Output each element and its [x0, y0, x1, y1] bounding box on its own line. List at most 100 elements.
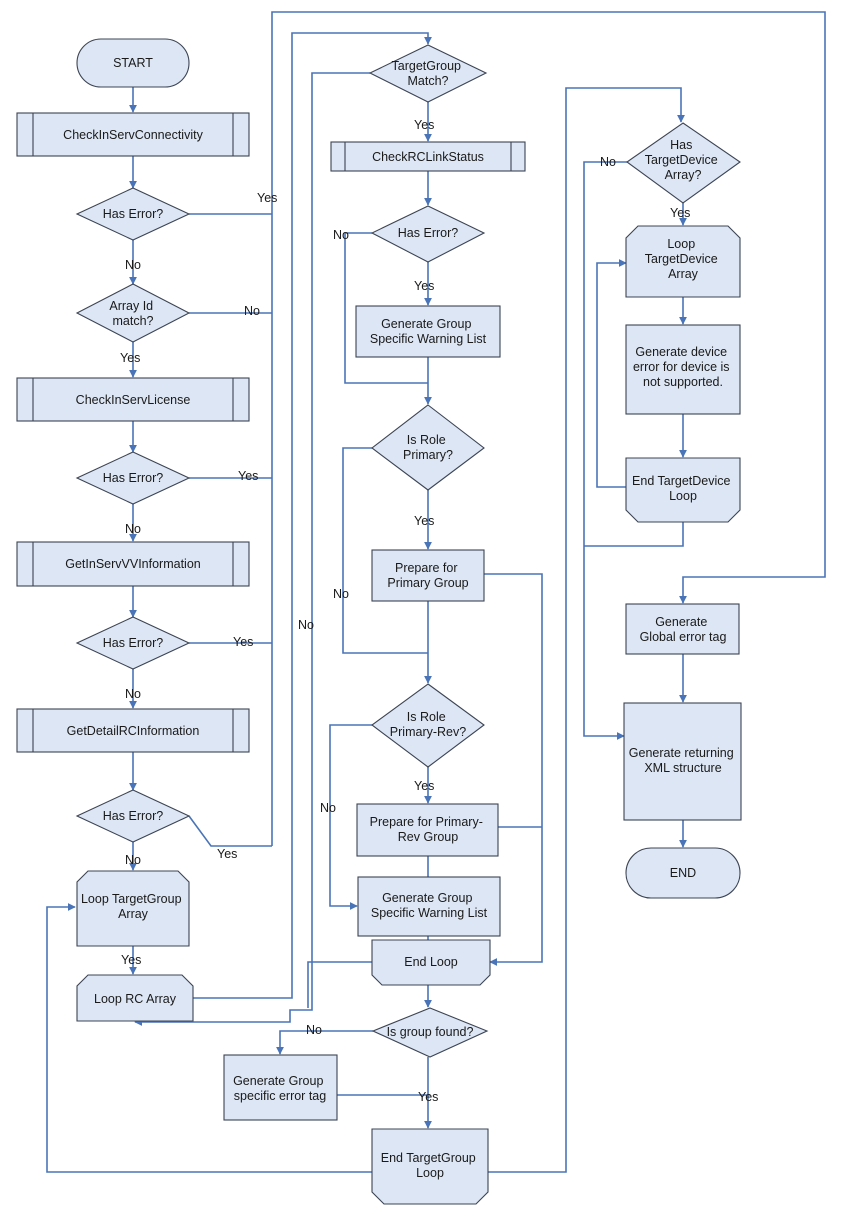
loop-end-end-loop — [371, 939, 491, 986]
generate-global-error-tag-label: Generate Global error tag — [640, 615, 727, 644]
edge-error-collector — [271, 11, 826, 846]
rc-loop-no-label: No — [298, 618, 314, 632]
has-error-3-no-label: No — [125, 687, 141, 701]
generate-group-error-tag-line-1: Generate Group — [233, 1074, 323, 1088]
node-labels: START CheckInServConnectivity Has Error?… — [63, 56, 737, 1180]
has-error-1-no-label: No — [125, 258, 141, 272]
prepare-primary-rev-group-line-1: Prepare for Primary- — [370, 815, 483, 829]
is-role-primary-rev-label: Is Role Primary-Rev? — [390, 710, 466, 739]
is-role-primary-rev-line-2: Primary-Rev? — [390, 725, 466, 739]
process-prepare-primary-group — [371, 549, 485, 602]
generate-device-error-line-1: Generate device — [635, 345, 727, 359]
generate-global-error-tag-line-2: Global error tag — [640, 630, 727, 644]
nodes — [16, 38, 742, 1205]
get-inserv-vv-information-label: GetInServVVInformation — [65, 557, 201, 571]
get-detail-rc-information-label: GetDetailRCInformation — [67, 724, 200, 738]
edge-labels: Yes No No Yes Yes No Yes No Yes No Yes N… — [120, 118, 690, 1104]
has-error-4-yes-label: Yes — [217, 847, 237, 861]
generate-device-error-line-2: error for device is — [633, 360, 730, 374]
targetgroup-match-yes-label: Yes — [414, 118, 434, 132]
end-targetdevice-loop-label: End TargetDevice Loop — [632, 474, 734, 503]
generate-group-warning-2-line-1: Generate Group — [382, 891, 472, 905]
has-targetdevice-no-label: No — [600, 155, 616, 169]
array-id-match-line-2: match? — [113, 314, 154, 328]
is-role-primary-line-2: Primary? — [403, 448, 453, 462]
start-label: START — [113, 56, 153, 70]
check-inserv-connectivity-label: CheckInServConnectivity — [63, 128, 203, 142]
decision-is-role-primary — [371, 404, 485, 491]
check-rc-link-status-label: CheckRCLinkStatus — [372, 150, 484, 164]
generate-group-warning-2-line-2: Specific Warning List — [371, 906, 488, 920]
connectors — [46, 11, 826, 1173]
generate-returning-xml-label: Generate returning XML structure — [629, 746, 737, 775]
prepare-primary-group-line-1: Prepare for — [395, 561, 458, 575]
process-generate-returning-xml — [623, 702, 742, 821]
end-targetgroup-loop-line-1: End TargetGroup — [381, 1151, 476, 1165]
is-role-primary-rev-no-label: No — [320, 801, 336, 815]
has-targetdevice-array-line-2: TargetDevice — [645, 153, 718, 167]
is-role-primary-rev-yes-label: Yes — [414, 779, 434, 793]
has-error-4-no-label: No — [125, 853, 141, 867]
has-error-2-label: Has Error? — [103, 471, 163, 485]
edge-end-loop-to-loop-rc — [307, 961, 372, 1008]
decision-has-error-1 — [75, 187, 191, 241]
targetgroup-match-label: TargetGroup Match? — [392, 59, 465, 88]
edge-is-group-found-no — [276, 1030, 373, 1055]
edge-has-error-5-no — [344, 232, 428, 384]
has-error-3-yes-label: Yes — [233, 635, 253, 649]
is-group-found-no-label: No — [306, 1023, 322, 1037]
process-check-inserv-license — [16, 377, 250, 422]
process-prepare-primary-rev-group — [356, 803, 499, 857]
decision-has-error-2 — [75, 451, 191, 505]
prepare-primary-group-label: Prepare for Primary Group — [387, 561, 468, 590]
start-terminator — [76, 38, 190, 88]
has-error-4-label: Has Error? — [103, 809, 163, 823]
loop-targetdevice-array-line-3: Array — [668, 267, 699, 281]
generate-global-error-tag-line-1: Generate — [655, 615, 707, 629]
loop-tg-yes-label: Yes — [121, 953, 141, 967]
decision-has-error-5 — [370, 205, 486, 263]
process-generate-group-warning-1 — [355, 305, 501, 358]
generate-group-warning-1-line-2: Specific Warning List — [370, 332, 487, 346]
edge-targetgroup-match-no — [134, 72, 370, 1026]
generate-returning-xml-line-1: Generate returning — [629, 746, 734, 760]
process-generate-group-error-tag — [223, 1054, 338, 1121]
check-inserv-license-label: CheckInServLicense — [76, 393, 191, 407]
edge-prepare-primary-to-end-loop — [484, 573, 543, 966]
decision-array-id-match — [75, 283, 191, 343]
has-error-1-label: Has Error? — [103, 207, 163, 221]
array-id-match-label: Array Id match? — [109, 299, 156, 328]
process-check-rc-link-status — [330, 141, 526, 172]
edge-end-td-loop-to-loop-td — [596, 259, 627, 488]
decision-is-role-primary-rev — [371, 683, 485, 768]
edge-is-role-primary-rev-no — [329, 724, 372, 910]
loop-targetgroup-array-line-1: Loop TargetGroup — [81, 892, 182, 906]
loop-targetdevice-array-label: Loop TargetDevice Array — [645, 237, 721, 281]
end-label: END — [670, 866, 696, 880]
generate-group-warning-2-label: Generate Group Specific Warning List — [371, 891, 488, 920]
prepare-primary-rev-group-label: Prepare for Primary- Rev Group — [370, 815, 487, 844]
edge-has-targetdevice-no — [583, 161, 627, 740]
has-error-5-no-label: No — [333, 228, 349, 242]
is-role-primary-label: Is Role Primary? — [403, 433, 453, 462]
loop-end-targetgroup-loop — [371, 1128, 489, 1205]
has-error-3-label: Has Error? — [103, 636, 163, 650]
loop-targetdevice-array-line-2: TargetDevice — [645, 252, 718, 266]
generate-group-error-tag-label: Generate Group specific error tag — [233, 1074, 327, 1103]
end-loop-label: End Loop — [404, 955, 458, 969]
process-get-detail-rc-information — [16, 708, 250, 753]
process-generate-group-warning-2 — [357, 876, 501, 937]
loop-targetgroup-array-label: Loop TargetGroup Array — [81, 892, 185, 921]
process-check-inserv-connectivity — [16, 112, 250, 157]
process-generate-device-error — [625, 324, 741, 415]
loop-start-targetgroup-array — [76, 870, 190, 947]
edge-loop-rc-to-targetgroup-match — [193, 32, 432, 999]
prepare-primary-rev-group-line-2: Rev Group — [398, 830, 458, 844]
generate-returning-xml-line-2: XML structure — [644, 761, 721, 775]
loop-targetdevice-array-line-1: Loop — [667, 237, 695, 251]
is-role-primary-line-1: Is Role — [407, 433, 446, 447]
is-role-primary-no-label: No — [333, 587, 349, 601]
is-role-primary-rev-line-1: Is Role — [407, 710, 446, 724]
is-group-found-label: Is group found? — [387, 1025, 474, 1039]
has-error-2-no-label: No — [125, 522, 141, 536]
